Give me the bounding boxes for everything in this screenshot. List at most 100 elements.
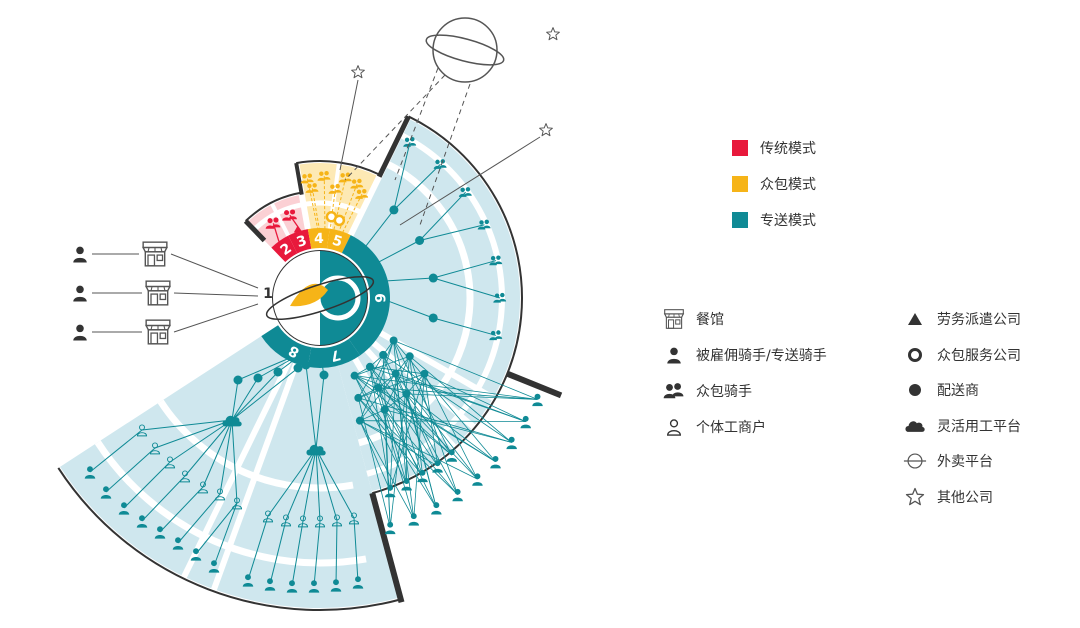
icon-legend-item: 外卖平台 xyxy=(903,449,993,473)
center-planet-ring xyxy=(265,275,375,321)
connector-line xyxy=(353,517,359,583)
connector-line xyxy=(333,183,358,245)
connector-line xyxy=(184,419,233,477)
outer-frame xyxy=(244,191,302,222)
mode-legend-item: 专送模式 xyxy=(732,210,816,230)
connector-line xyxy=(382,354,512,443)
badge-6-bg xyxy=(341,235,390,356)
triangle-icon xyxy=(903,307,927,331)
connector-line xyxy=(384,393,407,411)
sector-number-7: 7 xyxy=(328,346,342,364)
distributor-dot-icon xyxy=(374,383,383,392)
restaurant-icon xyxy=(145,280,171,306)
restaurant-icon xyxy=(142,241,168,267)
sector-number-3: 3 xyxy=(295,233,309,251)
connector-line xyxy=(419,191,466,241)
mode-legend-label: 传统模式 xyxy=(760,141,816,157)
mode-legend-item: 众包模式 xyxy=(732,174,816,194)
connector-line xyxy=(339,79,359,171)
connector-line xyxy=(285,448,317,521)
mode-legend-label: 专送模式 xyxy=(760,213,816,229)
distributor-dot-icon xyxy=(428,273,438,283)
connector-line xyxy=(395,373,438,467)
icon-legend-label: 个体工商户 xyxy=(696,420,766,436)
connector-line xyxy=(359,420,478,480)
frame-edge xyxy=(294,162,304,195)
connector-line xyxy=(377,387,408,484)
other-company-star-icon xyxy=(546,27,560,41)
connector-line xyxy=(406,373,425,395)
connector-line xyxy=(247,515,269,581)
distributor-dot-icon xyxy=(420,369,429,378)
connector-line xyxy=(231,371,279,421)
center-number-1: 1 xyxy=(263,286,273,302)
connector-line xyxy=(389,373,425,491)
connector-line xyxy=(219,419,233,495)
mode-swatch xyxy=(732,176,748,192)
connector-line xyxy=(389,373,397,491)
icon-legend-label: 被雇佣骑手/专送骑手 xyxy=(696,348,827,364)
connector-line xyxy=(358,373,425,399)
delivery-platform-planet-icon xyxy=(432,17,498,83)
connector-line xyxy=(169,419,233,463)
connector-line xyxy=(302,448,317,522)
badge-5-bg xyxy=(326,228,351,254)
connector-line xyxy=(406,393,496,462)
connector-line xyxy=(357,354,384,399)
icon-legend-label: 众包骑手 xyxy=(696,384,752,400)
ring-separator xyxy=(357,160,474,447)
distributor-dot-icon xyxy=(415,236,425,245)
connector-line xyxy=(384,409,512,443)
distributor-dot-icon xyxy=(273,367,283,377)
connector-line xyxy=(267,448,317,517)
center-hub-dedicated-half xyxy=(320,251,367,345)
connector-line xyxy=(359,420,391,491)
distributor-dot-icon xyxy=(389,336,398,345)
connector-line xyxy=(315,448,338,521)
connector-line xyxy=(405,393,453,456)
connector-line xyxy=(335,519,338,586)
star-icon xyxy=(903,485,927,509)
connector-line xyxy=(423,373,438,466)
restaurant-icon xyxy=(145,319,171,345)
connector-line xyxy=(359,373,396,421)
dedicated-rider-icon xyxy=(408,513,420,526)
radial-separator xyxy=(180,346,299,580)
connector-lines xyxy=(89,142,538,587)
distributor-dot-icon xyxy=(354,393,363,402)
distributor-dot-icon xyxy=(319,370,329,380)
icon-legend-label: 配送商 xyxy=(937,383,979,399)
outer-frame xyxy=(296,160,381,176)
connector-line xyxy=(170,253,259,289)
mode-swatch xyxy=(732,140,748,156)
connector-line xyxy=(105,447,156,493)
connector-line xyxy=(354,375,407,484)
icon-legend-item: 劳务派遣公司 xyxy=(903,307,1021,331)
connector-line xyxy=(269,519,287,585)
connector-line xyxy=(195,502,238,555)
connector-line xyxy=(177,493,221,544)
icon-legend-item: 灵活用工平台 xyxy=(903,414,1021,438)
node-markers xyxy=(84,136,543,593)
icon-legend-label: 其他公司 xyxy=(937,489,993,506)
connector-line xyxy=(173,292,259,297)
platform-dashed-line xyxy=(394,67,439,181)
icon-legend-item: 个体工商户 xyxy=(662,415,766,439)
ring-separator xyxy=(157,399,354,492)
connector-line xyxy=(395,373,415,519)
dedicated-rider-icon xyxy=(506,436,517,450)
connector-line xyxy=(424,373,526,422)
frame-edge xyxy=(243,219,267,243)
employed-rider-icon xyxy=(73,246,87,263)
icon-legend-label: 灵活用工平台 xyxy=(937,418,1021,435)
distributor-dot-icon xyxy=(428,313,438,323)
connector-line xyxy=(354,355,410,377)
connector-line xyxy=(384,409,391,528)
icon-legend-item: 众包骑手 xyxy=(662,379,752,403)
icon-legend-label: 餐馆 xyxy=(696,312,724,328)
dedicated-rider-icon xyxy=(384,521,396,535)
connector-line xyxy=(359,340,394,421)
connector-line xyxy=(419,224,485,241)
connector-line xyxy=(315,374,325,450)
dedicated-rider-icon xyxy=(520,415,531,429)
